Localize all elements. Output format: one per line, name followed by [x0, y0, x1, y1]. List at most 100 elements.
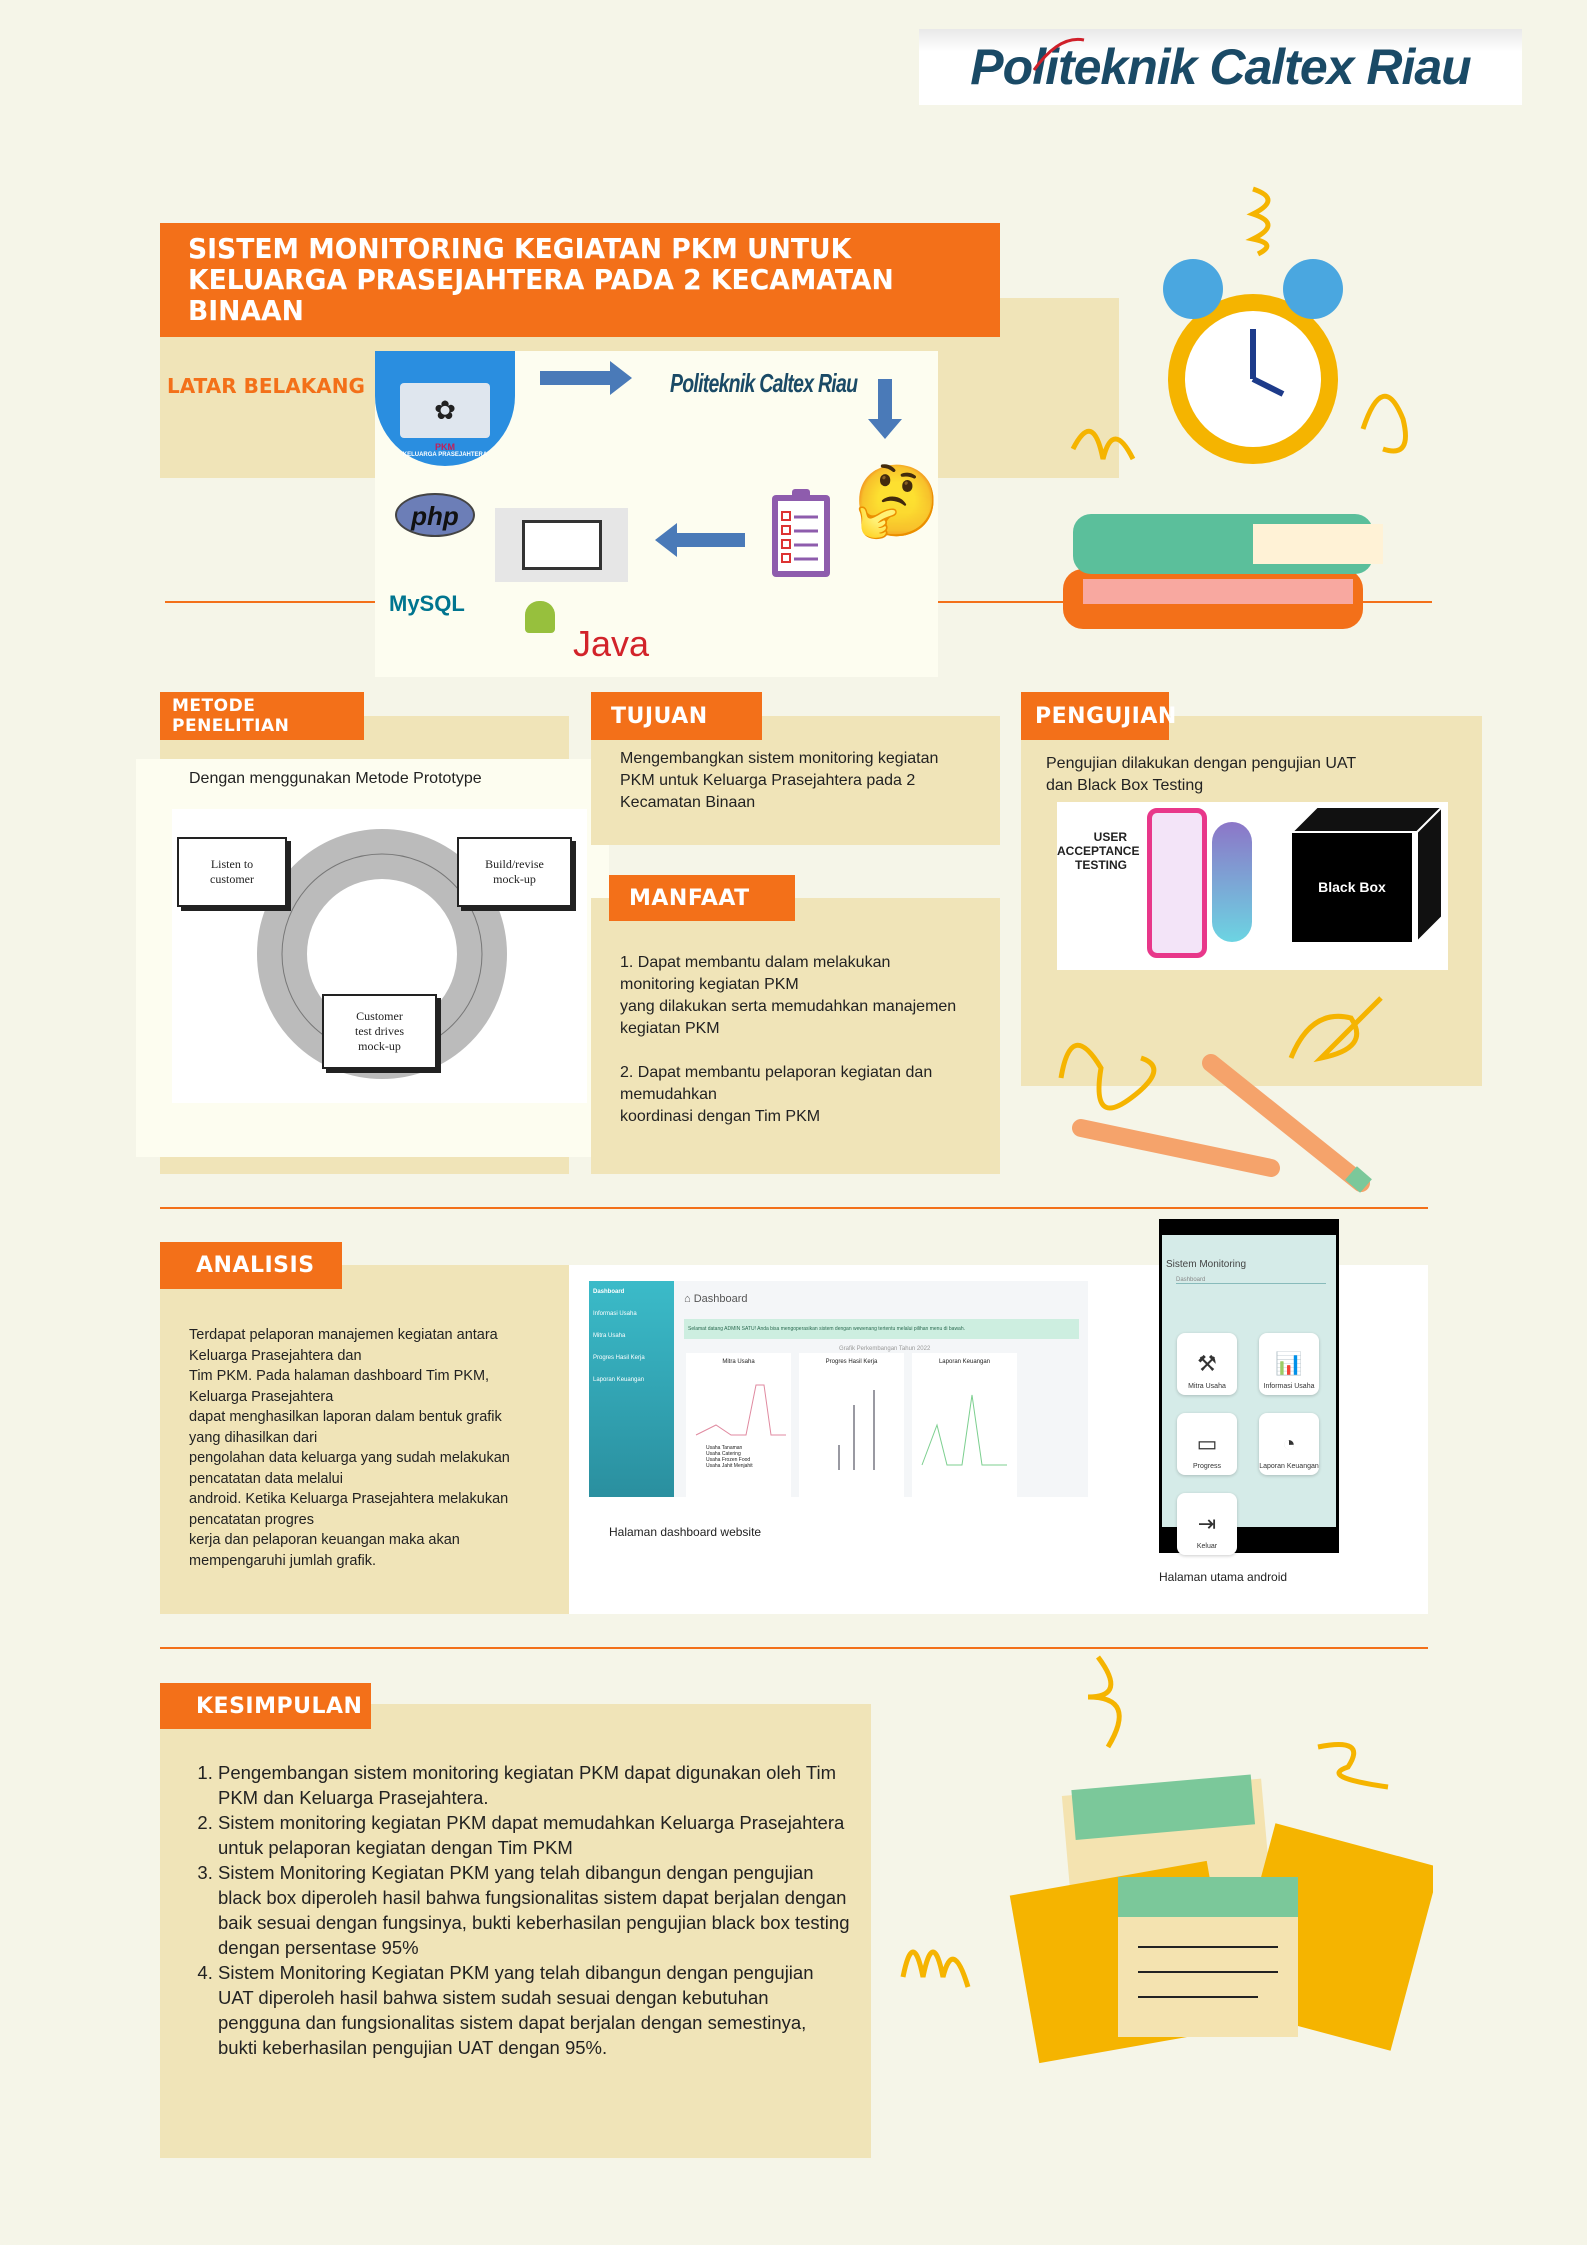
- web-sidebar-item[interactable]: Laporan Keuangan: [593, 1377, 645, 1383]
- android-subtitle: Dashboard: [1176, 1277, 1326, 1284]
- pengujian-image: USER ACCEPTANCE TESTING Black Box: [1057, 802, 1448, 970]
- black-box-cube: Black Box: [1292, 832, 1412, 942]
- chart-icon: 📊: [1275, 1351, 1303, 1376]
- header-logo: Politeknik Caltex Riau: [919, 29, 1522, 105]
- analisis-text: Terdapat pelaporan manajemen kegiatan an…: [189, 1327, 510, 1569]
- kesimpulan-item: Pengembangan sistem monitoring kegiatan …: [218, 1760, 850, 1810]
- android-tile-mitra[interactable]: ⚒ Mitra Usaha: [1177, 1333, 1237, 1395]
- uat-text: USER ACCEPTANCE TESTING: [1057, 830, 1140, 872]
- web-title: ⌂ Dashboard: [684, 1293, 748, 1305]
- analisis-label: ANALISIS: [160, 1242, 342, 1289]
- android-tile-progress[interactable]: ▭ Progress: [1177, 1413, 1237, 1475]
- cube-edges: [1292, 807, 1444, 945]
- web-chart-lines: [921, 1394, 1007, 1466]
- web-chart-header: Grafik Perkembangan Tahun 2022: [839, 1346, 931, 1352]
- php-text: php: [411, 501, 459, 531]
- pengujian-text: Pengujian dilakukan dengan pengujian UAT…: [1046, 755, 1357, 794]
- web-chart: Progres Hasil Kerja: [799, 1353, 904, 1497]
- legend-item: Usaha Tanaman: [706, 1445, 743, 1451]
- web-sidebar-item[interactable]: Informasi Usaha: [593, 1311, 637, 1317]
- arrow-right-icon: [540, 361, 632, 395]
- web-sidebar-item[interactable]: Mitra Usaha: [593, 1333, 626, 1339]
- web-sidebar-item[interactable]: Progres Hasil Kerja: [593, 1355, 645, 1361]
- tile-label: Informasi Usaha: [1263, 1383, 1315, 1390]
- web-caption: Halaman dashboard website: [609, 1525, 762, 1539]
- web-chart-bars: [838, 1390, 875, 1470]
- pengujian-label: PENGUJIAN: [1021, 692, 1176, 740]
- notes-illustration: [900, 1655, 1433, 2064]
- progress-icon: ▭: [1196, 1431, 1218, 1456]
- kesimpulan-item: Sistem monitoring kegiatan PKM dapat mem…: [218, 1810, 850, 1860]
- divider: [160, 1207, 1428, 1209]
- web-chart-lines: [695, 1384, 786, 1436]
- clock-books-illustration: [1063, 186, 1408, 629]
- manfaat-text: 1. Dapat membantu dalam melakukan monito…: [620, 954, 957, 1125]
- tile-label: Progress: [1192, 1463, 1221, 1470]
- diagram-step-listen: Listen to customer: [177, 837, 287, 907]
- kesimpulan-list: Pengembangan sistem monitoring kegiatan …: [218, 1760, 850, 2060]
- title-banner: SISTEM MONITORING KEGIATAN PKM UNTUK KEL…: [160, 223, 1000, 337]
- manfaat-label: MANFAAT: [609, 875, 795, 921]
- web-sidebar: Dashboard Informasi Usaha Mitra Usaha Pr…: [589, 1281, 674, 1497]
- arrow-left-icon: [655, 523, 745, 557]
- web-dashboard-screenshot: Dashboard Informasi Usaha Mitra Usaha Pr…: [589, 1281, 1088, 1497]
- uat-people-illustration: [1212, 822, 1252, 942]
- pkm-logo: ✿ PKM KELUARGA PRASEJAHTERA: [375, 351, 515, 466]
- pie-icon: ◔: [1282, 1431, 1296, 1456]
- prototype-diagram: Listen to customer Build/revise mock-up …: [172, 809, 587, 1103]
- web-chart: Laporan Keuangan: [912, 1353, 1017, 1497]
- web-chart-title: Progres Hasil Kerja: [825, 1359, 878, 1365]
- web-sidebar-item[interactable]: Dashboard: [593, 1289, 625, 1295]
- web-title-text: Dashboard: [693, 1293, 748, 1305]
- diagram-step-test: Customer test drives mock-up: [322, 994, 437, 1069]
- tile-label: Laporan Keuangan: [1259, 1463, 1319, 1470]
- mysql-logo: MySQL: [389, 591, 465, 616]
- web-chart-title: Laporan Keuangan: [938, 1359, 991, 1365]
- divider: [160, 1647, 1428, 1649]
- android-screenshot: Sistem Monitoring Dashboard ⚒ Mitra Usaha…: [1159, 1219, 1339, 1555]
- web-chart-title: Mitra Usaha: [722, 1359, 755, 1365]
- page-title: SISTEM MONITORING KEGIATAN PKM UNTUK KEL…: [188, 232, 894, 327]
- metode-text: Dengan menggunakan Metode Prototype: [189, 770, 482, 787]
- clipboard-icon: [772, 489, 830, 577]
- diagram-step-build: Build/revise mock-up: [457, 837, 572, 907]
- tile-label: Keluar: [1196, 1543, 1218, 1550]
- pencils-illustration: [1058, 996, 1383, 1193]
- kesimpulan-background: [160, 1704, 871, 2158]
- analisis-background: [160, 1265, 569, 1614]
- tujuan-label: TUJUAN: [591, 692, 762, 740]
- black-box-text: Black Box: [1318, 879, 1386, 895]
- legend-item: Usaha Jahit Menjahit: [706, 1463, 753, 1469]
- pkm-logo-text: PKM: [435, 442, 455, 452]
- android-caption: Halaman utama android: [1159, 1570, 1288, 1584]
- logout-icon: ⇥: [1197, 1511, 1217, 1536]
- latar-label: LATAR BELAKANG: [167, 374, 365, 398]
- web-alert: Selamat datang ADMIN SATU! Anda bisa men…: [684, 1319, 1079, 1339]
- kesimpulan-item: Sistem Monitoring Kegiatan PKM yang tela…: [218, 1960, 850, 2060]
- java-logo: Java: [573, 623, 650, 664]
- tujuan-text: Mengembangkan sistem monitoring kegiatan…: [620, 750, 939, 811]
- android-tile-laporan[interactable]: ◔ Laporan Keuangan: [1259, 1413, 1319, 1475]
- arrow-down-icon: [868, 379, 902, 439]
- android-icon: [525, 601, 555, 633]
- uat-phone-illustration: [1147, 808, 1207, 958]
- pcr-logo: Politeknik Caltex Riau: [670, 368, 858, 398]
- android-tile-keluar[interactable]: ⇥ Keluar: [1177, 1493, 1237, 1555]
- latar-diagram: ✿ PKM KELUARGA PRASEJAHTERA Politeknik C…: [375, 351, 941, 677]
- legend-item: Usaha Catering: [706, 1451, 741, 1457]
- person-thinking-icon: 🤔: [853, 462, 941, 540]
- devices-image: [495, 508, 628, 582]
- kesimpulan-label: KESIMPULAN: [160, 1683, 371, 1729]
- metode-label: METODE PENELITIAN: [160, 692, 364, 740]
- mitra-icon: ⚒: [1197, 1351, 1217, 1376]
- android-title: Sistem Monitoring: [1166, 1259, 1247, 1270]
- kesimpulan-item: Sistem Monitoring Kegiatan PKM yang tela…: [218, 1860, 850, 1960]
- android-tile-informasi[interactable]: 📊 Informasi Usaha: [1259, 1333, 1319, 1395]
- pkm-logo-ring: KELUARGA PRASEJAHTERA: [402, 452, 488, 458]
- manfaat-background: [591, 898, 1000, 1174]
- tile-label: Mitra Usaha: [1188, 1383, 1226, 1390]
- logo-swoosh-icon: [1032, 37, 1085, 71]
- php-logo: php: [395, 493, 475, 537]
